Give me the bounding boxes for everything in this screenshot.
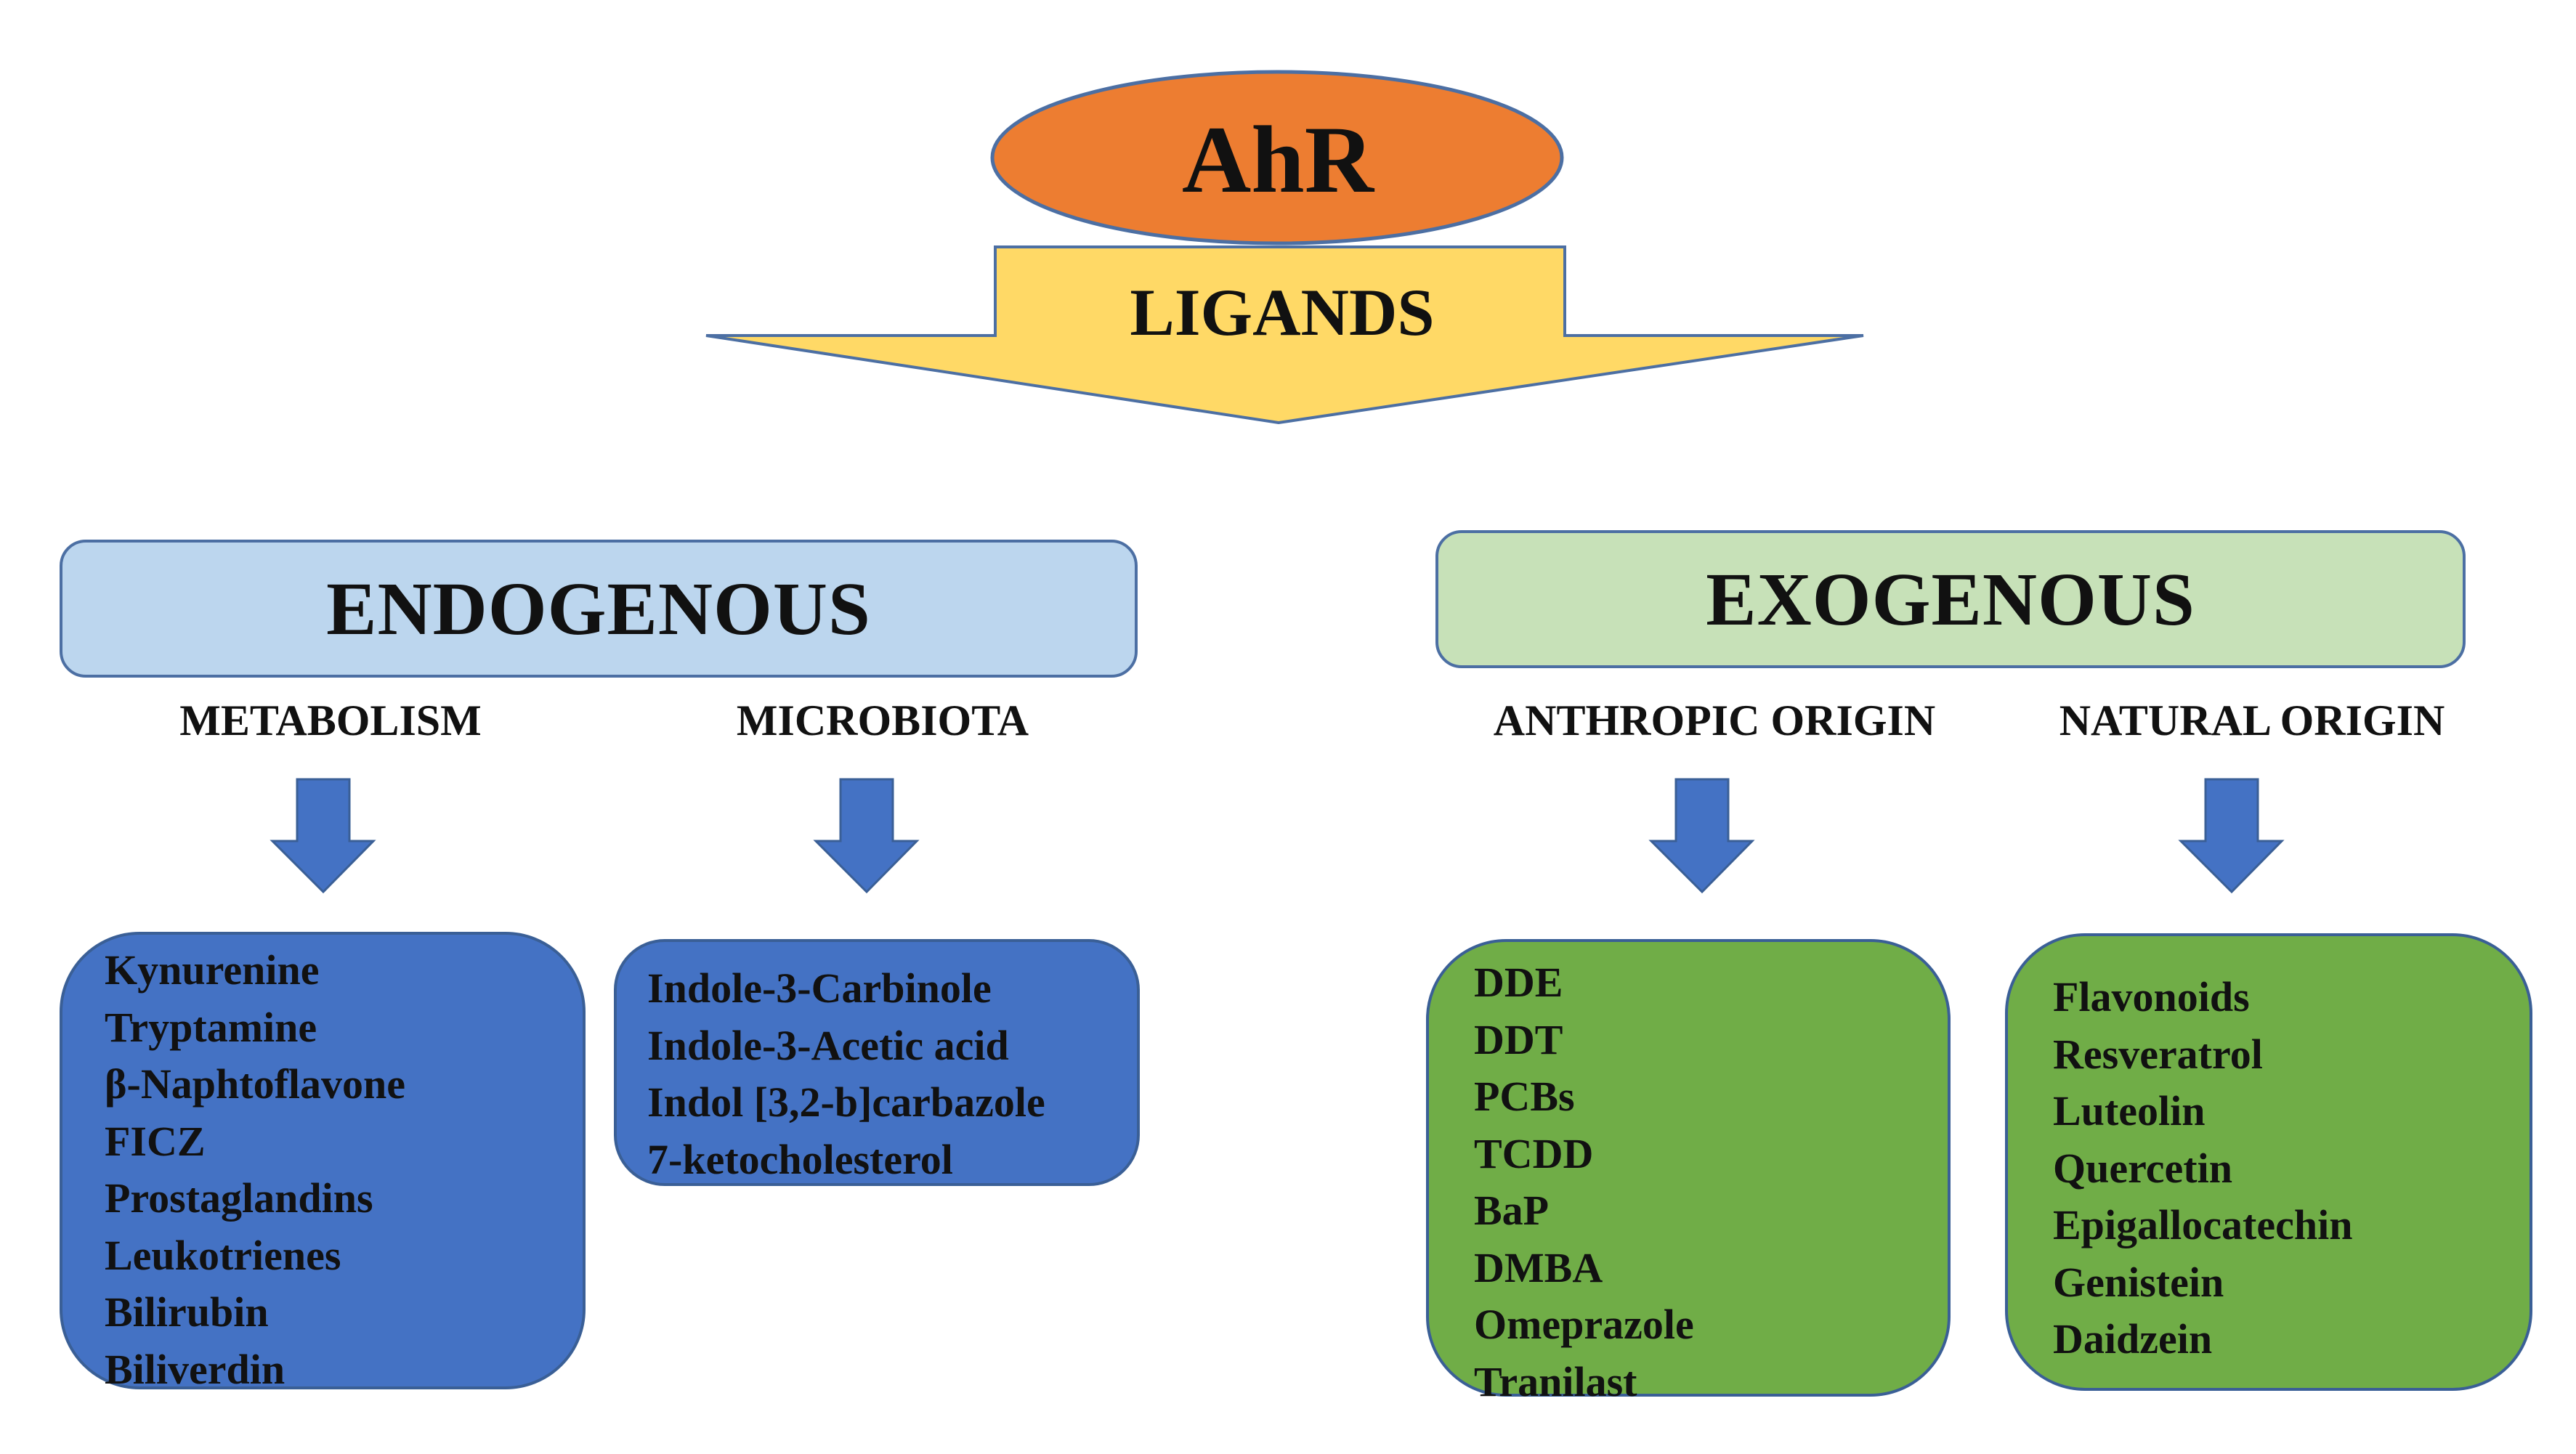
endogenous-box: ENDOGENOUS [60,540,1138,678]
list-item: Indole-3-Carbinole [647,964,992,1012]
list-item: Indole-3-Acetic acid [647,1021,1009,1069]
list-item: Tranilast [1474,1357,1637,1405]
list-item: Leukotrienes [105,1231,341,1279]
arrow-microbiota [813,778,920,894]
list-item: Genistein [2053,1258,2224,1306]
metabolism-heading: METABOLISM [179,696,482,744]
list-item: Kynurenine [105,946,320,994]
ligands-label: LIGANDS [1130,275,1435,349]
list-item: Flavonoids [2053,973,2250,1020]
list-item: FICZ [105,1117,206,1165]
ahr-label: AhR [1181,106,1374,213]
exogenous-title: EXOGENOUS [1706,557,2195,641]
microbiota-heading: MICROBIOTA [736,696,1029,744]
list-item: Daidzein [2053,1315,2213,1362]
list-item: DMBA [1474,1243,1603,1291]
list-item: DDE [1474,959,1563,1006]
metabolism-ligand-list: Kynurenine Tryptamine β-Naphtoflavone FI… [60,932,586,1393]
list-item: Bilirubin [105,1288,269,1336]
list-item: Tryptamine [105,1003,317,1051]
anthropic-ligand-list: DDE DDT PCBs TCDD BaP DMBA Omeprazole Tr… [1426,939,1951,1405]
natural-origin-heading: NATURAL ORIGIN [2059,696,2445,744]
ahr-ellipse [990,70,1564,245]
list-item: PCBs [1474,1073,1575,1120]
list-item: Omeprazole [1474,1301,1694,1348]
list-item: Quercetin [2053,1144,2232,1192]
list-item: BaP [1474,1187,1550,1234]
microbiota-ligand-list: Indole-3-Carbinole Indole-3-Acetic acid … [614,939,1140,1186]
list-item: Resveratrol [2053,1030,2263,1078]
endogenous-title: ENDOGENOUS [326,566,871,651]
list-item: DDT [1474,1015,1563,1063]
ligands-arrow [705,245,1864,425]
arrow-anthropic [1648,778,1755,894]
list-item: Indol [3,2-b]carbazole [647,1079,1045,1126]
anthropic-origin-heading: ANTHROPIC ORIGIN [1493,696,1936,744]
list-item: Biliverdin [105,1345,285,1393]
natural-ligand-list: Flavonoids Resveratrol Luteolin Querceti… [2005,933,2532,1391]
arrow-metabolism [270,778,376,894]
list-item: β-Naphtoflavone [105,1060,406,1108]
list-item: 7-ketocholesterol [647,1135,953,1183]
list-item: Epigallocatechin [2053,1201,2353,1248]
arrow-natural [2178,778,2285,894]
list-item: Prostaglandins [105,1174,373,1222]
list-item: TCDD [1474,1129,1594,1177]
list-item: Luteolin [2053,1087,2206,1134]
exogenous-box: EXOGENOUS [1435,530,2466,668]
